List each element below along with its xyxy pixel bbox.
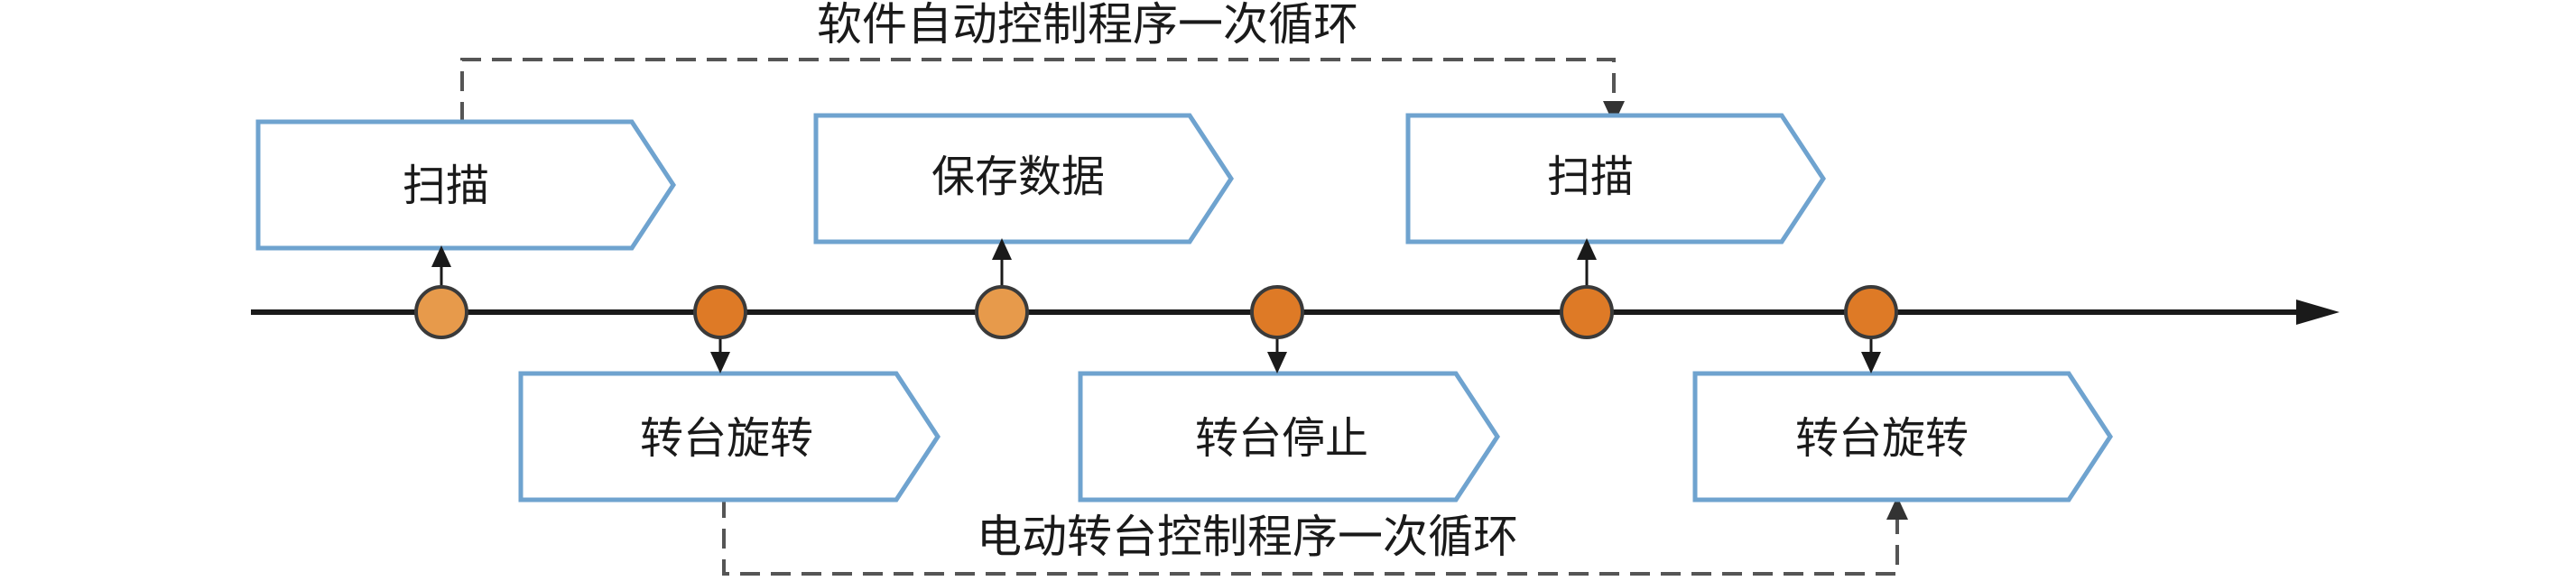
step-label: 扫描: [403, 161, 489, 211]
software-loop-label: 软件自动控制程序一次循环: [817, 0, 1358, 51]
step-label: 转台停止: [1195, 413, 1368, 464]
step-box-scan-1: 扫描: [255, 119, 676, 251]
software-loop-connector: [460, 58, 1625, 124]
turntable-loop-connector: [722, 496, 1908, 576]
connector-down-3: [1861, 337, 1881, 374]
step-label: 扫描: [1547, 152, 1634, 202]
connector-down-1: [710, 337, 730, 374]
step-box-rotate-2: 转台旋转: [1692, 371, 2113, 503]
step-box-scan-2: 扫描: [1405, 113, 1826, 244]
step-label: 转台旋转: [640, 413, 813, 464]
step-label: 转台旋转: [1795, 413, 1969, 464]
step-label: 保存数据: [931, 152, 1105, 202]
connector-down-2: [1267, 337, 1287, 374]
event-marker-stop: [1250, 285, 1304, 339]
connector-up-1: [431, 245, 451, 287]
event-marker-scan-2: [1560, 285, 1614, 339]
connector-up-3: [1577, 238, 1597, 287]
step-box-save-data: 保存数据: [813, 113, 1234, 244]
event-marker-rotate-1: [693, 285, 747, 339]
event-marker-rotate-2: [1844, 285, 1898, 339]
step-box-stop: 转台停止: [1078, 371, 1500, 503]
connector-up-2: [992, 238, 1012, 287]
event-marker-scan-1: [414, 285, 468, 339]
step-box-rotate-1: 转台旋转: [518, 371, 941, 503]
turntable-loop-label: 电动转台控制程序一次循环: [977, 511, 1518, 563]
event-marker-save-data: [975, 285, 1029, 339]
